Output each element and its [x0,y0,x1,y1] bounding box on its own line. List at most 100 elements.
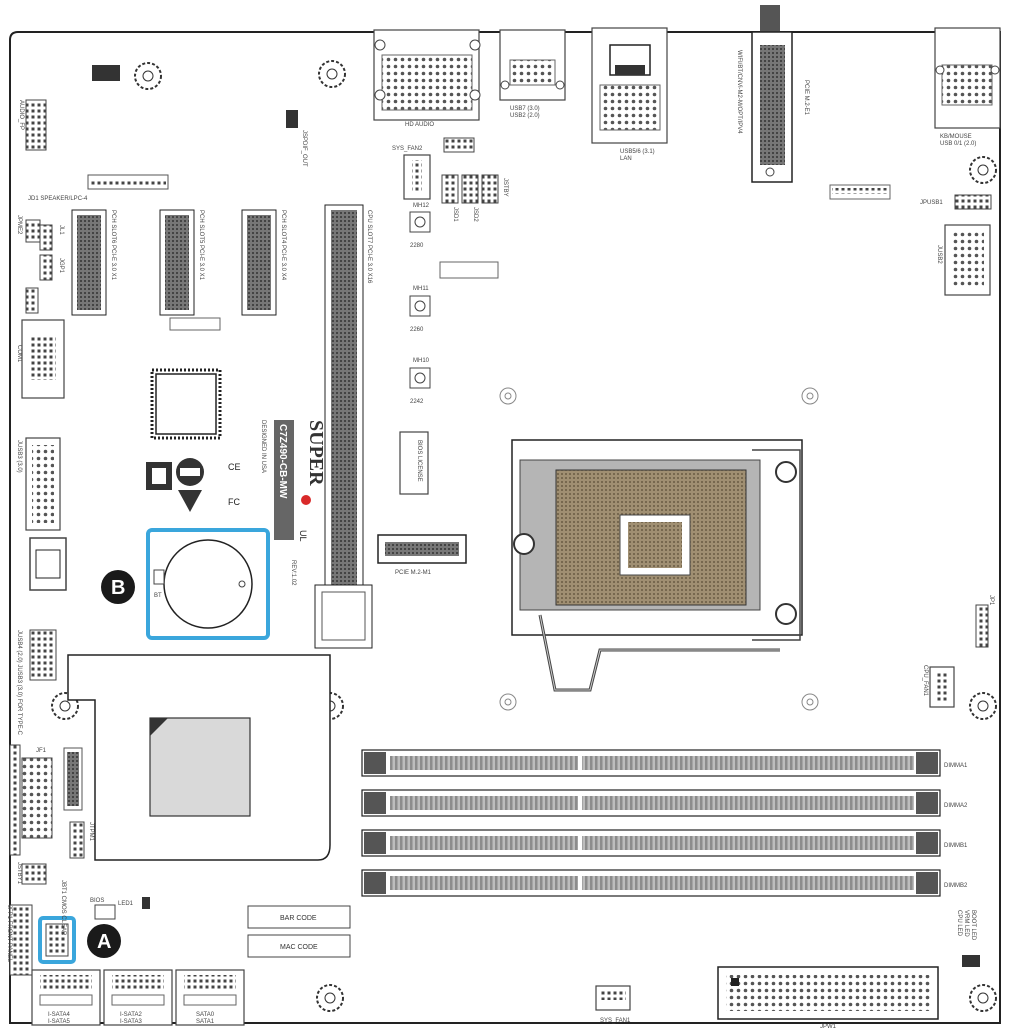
dimm-b1: DIMMB1 [361,829,968,857]
model-band [274,420,294,540]
mh12-label: MH12 [413,203,430,209]
mh10-label: MH10 [413,358,430,364]
j2260-label: 2260 [410,327,424,333]
j2242-label: 2242 [410,399,424,405]
sys-fan2-pins [412,160,422,192]
mounting-hole [969,984,997,1012]
jf1-header [21,757,53,839]
cpu-socket [511,439,803,692]
usb-front-label: JUSB4 (2.0) JUSB3 (3.0) FOR TYPE-C [16,630,22,736]
jp1-jumper [975,604,989,648]
status-leds [962,955,980,967]
jbat1-label: JBT1 CMOS CLEAR [60,880,66,936]
io-chip-body [155,373,217,435]
jd1-label: JD1 SPEAKER/LPC-4 [28,196,88,202]
pch-chip [149,717,251,817]
pcie-m2-m1-slot: PCIE M.2-M1 [377,534,467,576]
jbat1-jumper: JBT1 CMOS CLEAR [38,880,76,964]
pcie-m2-top-label: PCIE M.2-E1 [803,80,809,116]
jfp-label: JFP1 FRONT PANEL [6,905,12,963]
sys-fan1-pins [600,990,626,1000]
wifi-label: WIFI/BT/CNVi-M2-M/OPT/IPV4 [736,50,742,134]
jpw1-label: JPW1 [820,1024,837,1030]
usb-lan-label: USB5/6 (3.1)LAN [620,149,655,162]
hd-audio-connector: HD AUDIO [373,29,481,128]
jsd2-header [461,174,479,204]
jsd1-header [441,174,459,204]
usb-rear-connector: USB7 (3.0)USB2 (2.0) [499,29,566,119]
dimma1-label: DIMMA1 [944,763,968,769]
mounting-hole [318,60,346,88]
jtpm1-label: JTPM1 [88,822,94,842]
j2280-label: 2280 [410,243,424,249]
jgp1-label: JGP1 [58,258,64,274]
brand-dot [301,495,311,505]
small-jumper [25,287,39,314]
battery-contact [238,580,246,588]
jusb2-pins [952,230,984,288]
standoff [499,693,517,711]
jpusb1-label: JPUSB1 [920,200,943,206]
com1-label: COM1 [16,345,22,363]
jd1-pins [90,180,166,186]
buzzer [92,65,120,81]
jspdif-label: JSPDIF_OUT [301,130,307,167]
cpu-slot7: CPU SLOT7 PCI-E 3.0 X16 [314,204,373,649]
jtbt1-pins [67,752,79,806]
cert-logo-3 [178,490,202,512]
cmos-battery: BT [146,528,270,640]
standoff [801,387,819,405]
jpme2-jumper [25,219,41,243]
bios-label: BIOS [90,898,104,904]
jbat1-pins [45,923,69,957]
front-panel-header [9,904,33,976]
dimm-b2: DIMMB2 [361,869,968,897]
jl1-header [39,224,53,251]
jspdif-header [286,110,298,128]
led1 [142,897,150,909]
jpme2-label: JPME2 [16,215,22,235]
mounting-hole [969,156,997,184]
jtpm1-header [69,821,85,859]
jp1-label: JP1 [988,595,994,606]
callout-b: B [101,570,135,604]
cpu-fan1-pins [937,672,947,702]
jpw1-pins [726,975,930,1011]
bt1-label: BT [154,593,162,599]
pch-slot4: PCH SLOT4 PCI-E 3.0 X4 [241,209,286,316]
ce-mark: CE [228,462,241,472]
mounting-hole [134,62,162,90]
jusb3-label: JUSB3 (3.0) [16,440,22,473]
standoff [499,387,517,405]
jusb3-pins [32,445,54,523]
cpu-fan1-label: CPU_FAN1 [922,665,928,697]
audio-fp-label: AUDIO_FP [18,100,24,130]
callout-a: A [87,924,121,958]
model-subtext: DESIGNED IN USA [260,420,266,473]
usb-lan-connector: USB5/6 (3.1)LAN [591,27,668,162]
com1-pins [30,335,56,380]
jgp1-header [39,254,53,281]
label-sticker [439,261,499,279]
boot-led-label: BOOT LEDVRM LEDCPU LED [956,910,976,941]
battery-clip [153,569,165,585]
pch-chip-marker [150,718,168,736]
mh12-hole [414,216,426,228]
bios-license-label: BIOS LICENSE [416,440,422,482]
bios-chip [94,904,116,920]
cert-logo-2-bar [180,468,200,476]
fc-mark: FC [228,497,240,507]
brand-block: SUPER C7Z490-CB-MW DESIGNED IN USA REV:1… [260,420,327,586]
mounting-hole [969,692,997,720]
ul-mark: UL [298,530,308,542]
jstby-label: JSTBY [502,178,508,197]
led1-label: LED1 [118,901,134,907]
jbat1-highlight [38,916,76,964]
jpusb1-jumper [954,194,992,210]
usb-type-a-port [35,549,61,579]
